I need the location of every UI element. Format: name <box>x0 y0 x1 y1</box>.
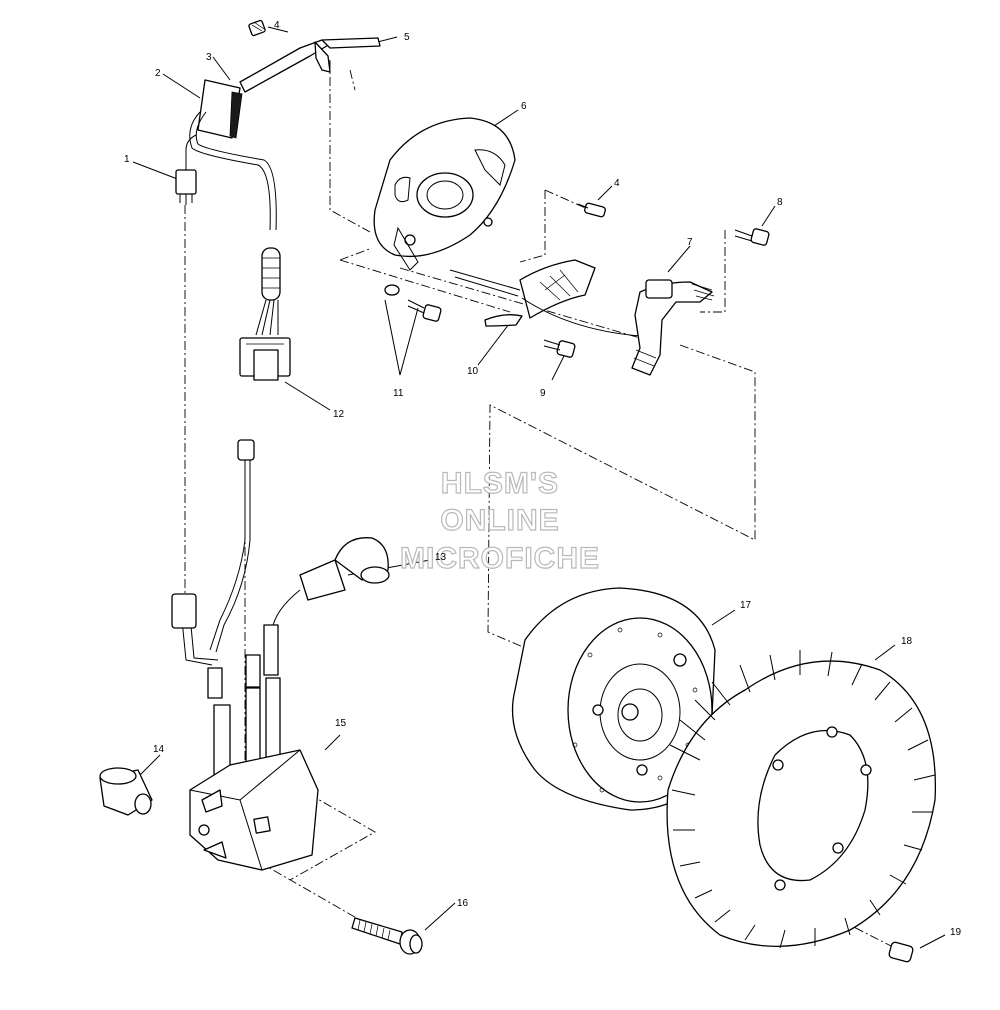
assembly-lines <box>184 60 896 949</box>
connector-plug-part-1 <box>175 134 197 205</box>
watermark: HLSM'S ONLINE MICROFICHE <box>399 466 600 575</box>
callout-15: 15 <box>335 718 347 729</box>
callout-5: 5 <box>404 32 410 43</box>
screw-part-9 <box>543 339 576 358</box>
wire-tube-part-5 <box>239 37 381 93</box>
callout-4-top: 4 <box>274 20 280 31</box>
callout-11: 11 <box>393 388 404 399</box>
callout-16: 16 <box>457 898 469 909</box>
stator-plate-part-6 <box>373 117 516 271</box>
stator-coil-part-10 <box>449 259 641 337</box>
harness-connector-part-12 <box>239 247 291 381</box>
callout-17: 17 <box>740 600 752 611</box>
callout-6: 6 <box>521 101 527 112</box>
lead-wires <box>171 439 255 699</box>
callout-labels: 1 2 3 4 4 5 6 7 8 9 10 11 12 13 14 15 16… <box>124 20 962 938</box>
ignition-coil-part-15 <box>189 624 319 871</box>
leader-lines <box>132 26 946 949</box>
spark-plug-cap-part-13 <box>271 537 390 631</box>
screw-part-4-mid <box>577 202 606 218</box>
callout-1: 1 <box>124 154 130 165</box>
watermark-line-3: MICROFICHE <box>400 542 600 575</box>
callout-18: 18 <box>901 636 913 647</box>
screw-part-4-top <box>248 19 266 37</box>
callout-10: 10 <box>467 366 479 377</box>
watermark-line-2: ONLINE <box>440 504 559 537</box>
callout-7: 7 <box>687 237 693 248</box>
callout-9: 9 <box>540 388 546 399</box>
voltage-regulator-part-3 <box>189 79 277 231</box>
screw-part-8 <box>734 228 770 246</box>
watermark-line-1: HLSM'S <box>441 467 559 500</box>
bolt-part-16 <box>351 917 423 955</box>
cooling-fan-part-18 <box>666 650 937 949</box>
callout-4-mid: 4 <box>614 178 620 189</box>
callout-19: 19 <box>950 927 962 938</box>
callout-12: 12 <box>333 409 345 420</box>
spacer-part-14 <box>99 767 153 816</box>
callout-8: 8 <box>777 197 783 208</box>
pulser-coil-part-7 <box>631 279 715 376</box>
callout-14: 14 <box>153 744 165 755</box>
callout-3: 3 <box>206 52 212 63</box>
screw-washer-part-11 <box>384 284 442 322</box>
flywheel-part-17 <box>511 587 716 811</box>
callout-2: 2 <box>155 68 161 79</box>
callout-13: 13 <box>435 552 447 563</box>
screw-part-19 <box>888 941 914 963</box>
